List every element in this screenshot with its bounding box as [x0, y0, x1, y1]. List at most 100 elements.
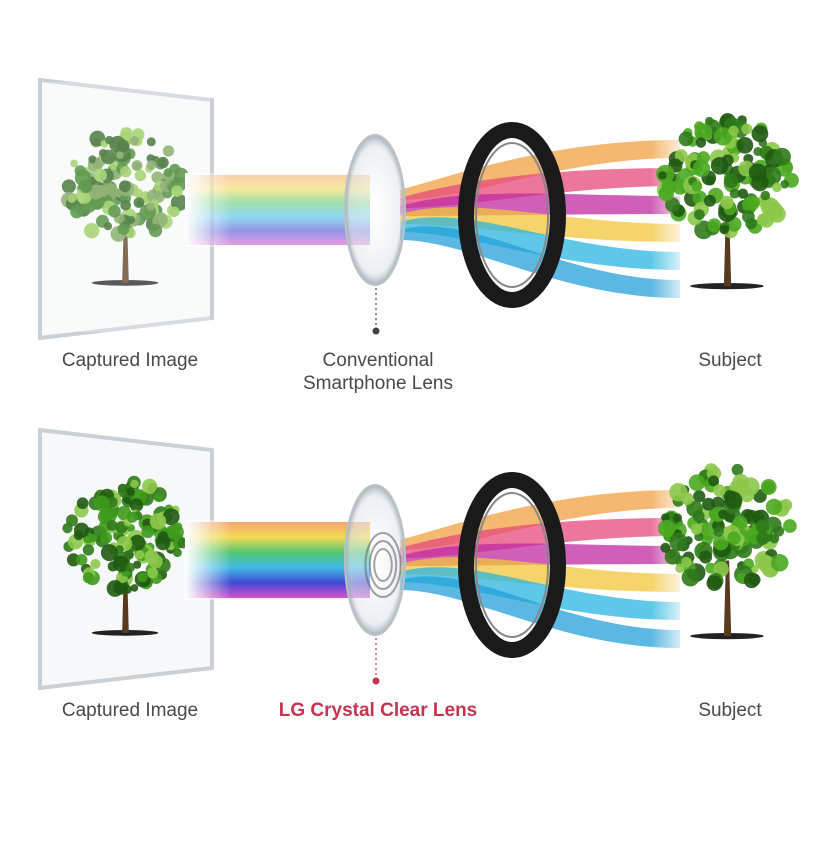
leaf	[118, 180, 131, 193]
subject-label: Subject	[698, 350, 762, 371]
lens-label: LG Crystal Clear Lens	[278, 700, 478, 721]
subject-label: Subject	[698, 700, 762, 721]
leaf	[705, 562, 717, 574]
leaf	[93, 168, 107, 182]
leaf	[141, 525, 155, 539]
subject-tree	[657, 463, 797, 640]
leaf	[695, 137, 707, 148]
lens-label: Conventional Smartphone Lens	[303, 349, 453, 395]
leaf	[162, 508, 180, 526]
captured-tree	[62, 475, 189, 636]
leaf	[131, 160, 143, 172]
leaf	[112, 555, 130, 572]
leaf	[154, 493, 163, 503]
leaf	[706, 575, 723, 591]
leaf	[149, 513, 167, 530]
leaf	[760, 190, 771, 201]
blur-overlay	[42, 82, 210, 332]
leaf	[720, 195, 734, 210]
leaf	[727, 531, 741, 545]
leaf	[148, 223, 163, 238]
leaf	[100, 544, 118, 562]
leaf	[146, 189, 160, 202]
leaf	[780, 179, 790, 189]
leaf	[765, 498, 783, 516]
leaf	[70, 159, 78, 168]
leaf	[681, 568, 700, 587]
leaf	[129, 136, 139, 146]
leaf	[713, 526, 724, 537]
leaf	[751, 125, 769, 143]
leaf	[732, 473, 750, 491]
leaf	[665, 197, 680, 213]
leaf	[770, 554, 789, 572]
leaf	[660, 542, 671, 553]
leaf	[756, 531, 770, 545]
leaf	[126, 487, 136, 496]
leaf	[82, 544, 95, 556]
leaf	[133, 560, 142, 569]
captured-tree	[60, 127, 189, 286]
leaf	[171, 185, 183, 197]
leaf	[681, 556, 692, 568]
leaf	[82, 572, 94, 584]
lens-curvature-ring	[364, 532, 402, 598]
leaf	[142, 478, 158, 495]
leaf	[729, 188, 740, 199]
leaf	[693, 490, 706, 503]
leaf	[134, 550, 145, 560]
leaf	[120, 199, 131, 211]
lens-label-line2: Smartphone Lens	[303, 373, 453, 394]
lens-barrel	[458, 122, 566, 308]
leaf	[162, 145, 175, 157]
leaf	[675, 563, 685, 574]
leaf	[690, 523, 702, 535]
captured-image-label: Captured Image	[61, 350, 199, 371]
leaf	[737, 188, 749, 199]
leaf	[103, 222, 113, 231]
leaf	[705, 175, 716, 186]
leaf	[66, 553, 81, 567]
leaf	[702, 497, 715, 511]
leaf	[127, 215, 136, 224]
leaf	[755, 519, 770, 534]
leaf	[748, 163, 767, 182]
panel-graphic-lg	[38, 427, 797, 691]
leaf	[696, 151, 710, 165]
leaf	[723, 173, 739, 189]
leaf	[658, 186, 674, 202]
leaf	[660, 513, 670, 522]
leaf	[772, 182, 782, 193]
captured-image-label: Captured Image	[61, 700, 199, 721]
leaf	[146, 202, 155, 211]
leaf	[108, 205, 121, 218]
leaf	[105, 135, 114, 145]
leaf	[681, 492, 694, 505]
leaf	[73, 522, 90, 538]
leaf	[667, 549, 677, 559]
leaf	[736, 136, 754, 154]
leaf	[75, 553, 88, 566]
pointer-dot	[372, 327, 380, 335]
leaf	[101, 149, 116, 165]
leaf	[130, 584, 139, 592]
leaf	[76, 497, 89, 510]
leaf	[710, 156, 729, 175]
leaf	[129, 498, 144, 512]
beam-fade	[185, 173, 370, 247]
leaf	[120, 166, 132, 178]
leaf	[768, 205, 786, 223]
beam-fade	[185, 520, 370, 600]
lens-label-line1: Conventional	[322, 350, 434, 371]
leaf	[773, 147, 791, 166]
leaf	[658, 171, 667, 180]
leaf	[126, 511, 138, 523]
leaf	[67, 194, 77, 203]
leaf	[753, 146, 763, 157]
leaf	[713, 484, 726, 497]
leaf	[743, 572, 760, 589]
leaf	[692, 159, 711, 178]
leaf	[151, 171, 164, 184]
leaf	[712, 534, 729, 551]
leaf	[694, 209, 705, 220]
